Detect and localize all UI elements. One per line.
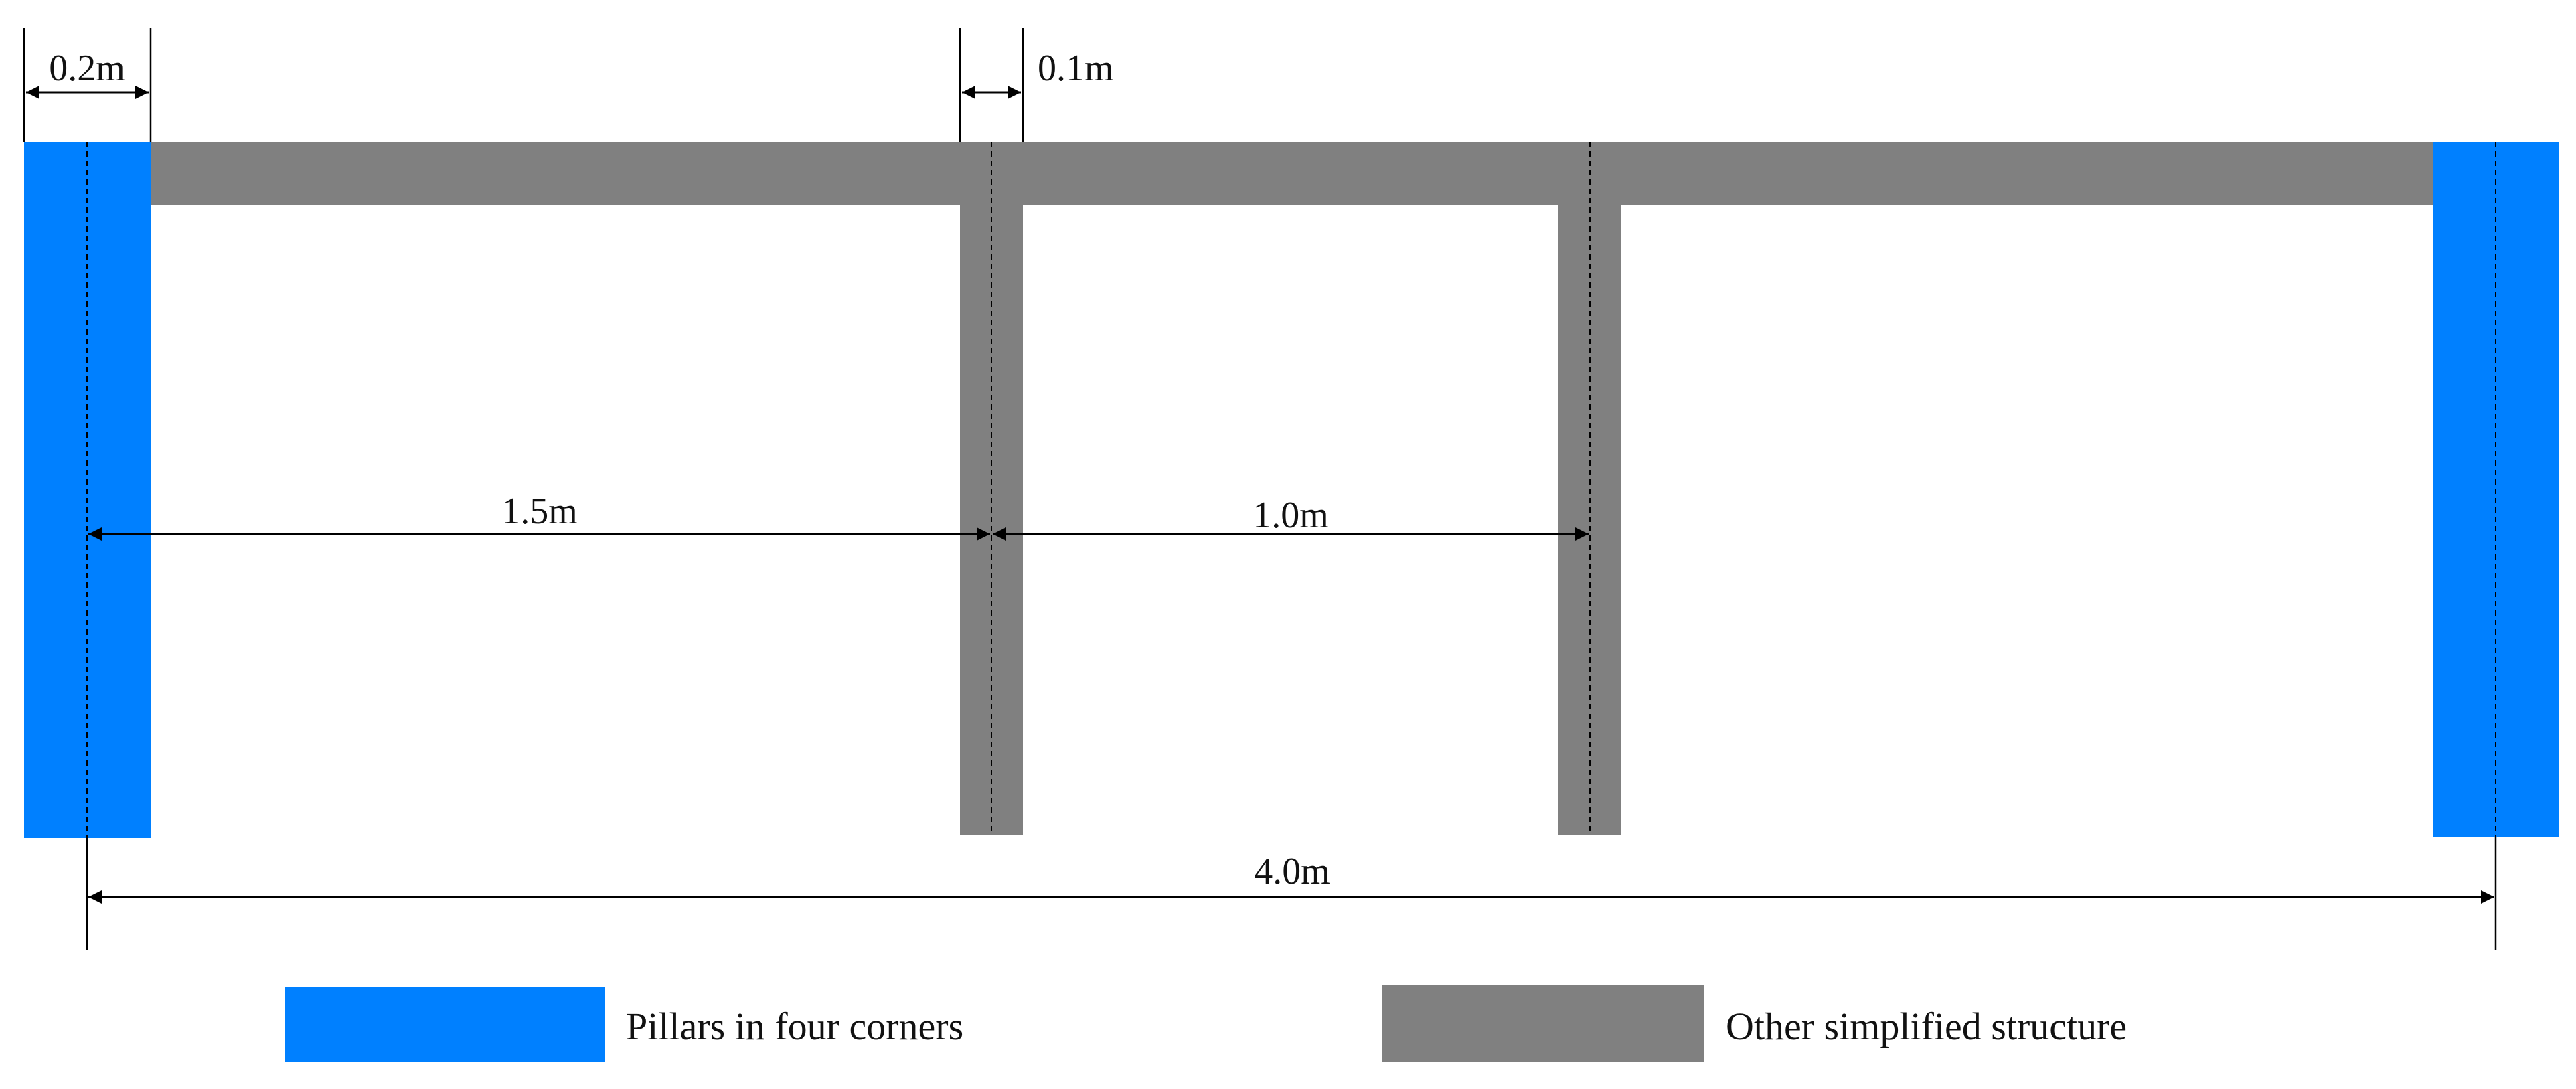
label-wall-thickness: 0.1m — [1038, 48, 1114, 89]
legend-label-pillars: Pillars in four corners — [626, 1005, 963, 1048]
legend-label-structure: Other simplified structure — [1726, 1005, 2127, 1048]
label-total-length: 4.0m — [1254, 851, 1330, 892]
label-span-middle: 1.0m — [1253, 495, 1329, 536]
legend-swatch-structure — [1382, 985, 1704, 1062]
top-beam — [151, 142, 2433, 205]
label-span-left: 1.5m — [501, 491, 578, 532]
label-pillar-width: 0.2m — [49, 48, 125, 89]
legend: Pillars in four corners Other simplified… — [285, 985, 2127, 1062]
legend-swatch-pillars — [285, 987, 605, 1062]
